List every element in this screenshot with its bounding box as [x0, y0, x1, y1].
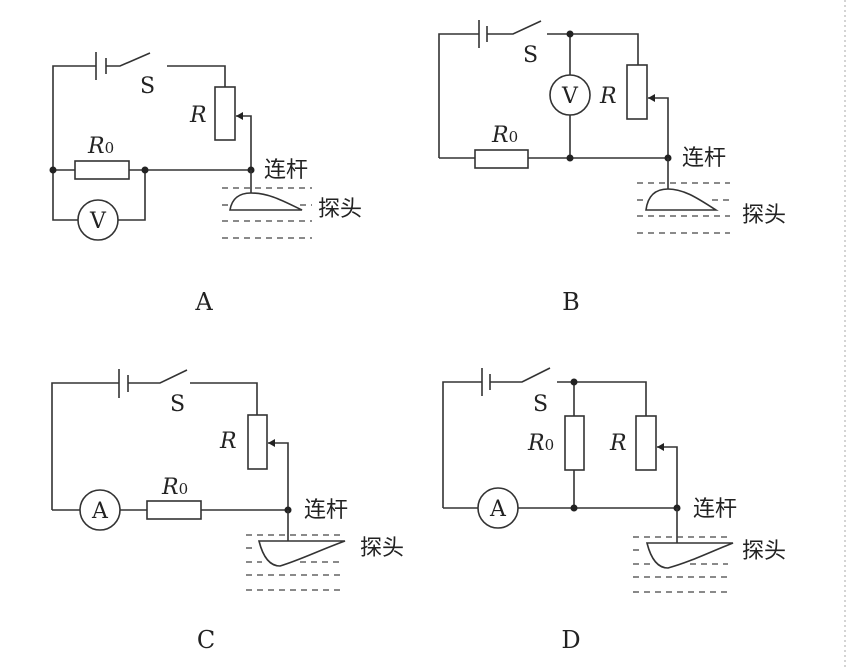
diagram-d: S R R0 A 连杆 探头 D	[442, 367, 786, 654]
probe	[257, 540, 346, 567]
probe-label: 探头	[742, 539, 786, 564]
rod-label: 连杆	[304, 498, 348, 523]
slider-arrow-icon	[657, 443, 664, 451]
ammeter-label: A	[489, 497, 507, 522]
option-label: A	[194, 288, 213, 316]
r0-label: R0	[87, 134, 114, 159]
slider-arrow-icon	[268, 439, 275, 447]
slider-arrow-icon	[236, 112, 243, 120]
option-label: D	[561, 626, 580, 654]
rheostat-label: R	[609, 431, 627, 456]
wire	[438, 33, 479, 158]
switch-label: S	[170, 392, 185, 417]
switch-lever	[490, 367, 551, 383]
probe	[645, 188, 719, 211]
slider-wire	[236, 115, 252, 170]
junction	[570, 504, 578, 512]
junction	[566, 154, 574, 162]
resistor-r0	[564, 415, 585, 471]
probe-label: 探头	[360, 536, 404, 561]
junction	[566, 30, 574, 38]
wire	[52, 65, 96, 170]
diagram-b: S R R0 V 连杆 探头 B	[438, 20, 786, 316]
r0-label: R0	[491, 123, 518, 148]
junction	[570, 378, 578, 386]
switch-lever	[128, 369, 188, 384]
rheostat-r	[635, 415, 657, 471]
resistor-r0	[474, 149, 529, 169]
probe	[645, 542, 734, 569]
wire	[190, 382, 258, 415]
slider-wire	[648, 97, 669, 158]
junction	[49, 166, 57, 174]
r0-label: R0	[527, 431, 554, 456]
r0-label: R0	[161, 475, 188, 500]
probe-label: 探头	[318, 197, 362, 222]
resistor-r0	[146, 500, 202, 520]
diagram-c: S R R0 A 连杆 探头 C	[51, 369, 404, 654]
rheostat-r	[214, 86, 236, 141]
voltmeter-label: V	[89, 209, 107, 234]
junction	[141, 166, 149, 174]
slider-wire	[268, 442, 289, 510]
probe-label: 探头	[742, 203, 786, 228]
switch-label: S	[140, 74, 155, 99]
wire	[51, 382, 119, 510]
wire	[52, 170, 78, 221]
rod-label: 连杆	[264, 158, 308, 183]
slider-arrow-icon	[648, 94, 655, 102]
rheostat-r	[626, 64, 648, 120]
option-label: C	[197, 626, 215, 654]
diagram-a: S R R0 V 连杆 探头 A	[49, 52, 362, 316]
switch-lever	[487, 20, 542, 35]
wire	[442, 381, 482, 508]
probe	[229, 192, 303, 211]
ammeter-label: A	[91, 499, 109, 524]
slider-wire	[657, 446, 678, 508]
wire	[167, 65, 226, 87]
resistor-r0	[74, 160, 130, 180]
option-label: B	[562, 288, 580, 316]
rheostat-r	[247, 414, 268, 470]
switch-label: S	[523, 43, 538, 68]
rheostat-label: R	[219, 429, 237, 454]
rheostat-label: R	[599, 84, 617, 109]
wire	[547, 33, 639, 65]
rod-label: 连杆	[693, 497, 737, 522]
switch-lever	[106, 52, 151, 67]
rod-label: 连杆	[682, 146, 726, 171]
voltmeter-label: V	[561, 84, 579, 109]
wire	[557, 381, 647, 416]
rheostat-label: R	[189, 103, 207, 128]
switch-label: S	[533, 392, 548, 417]
wire	[118, 170, 146, 221]
